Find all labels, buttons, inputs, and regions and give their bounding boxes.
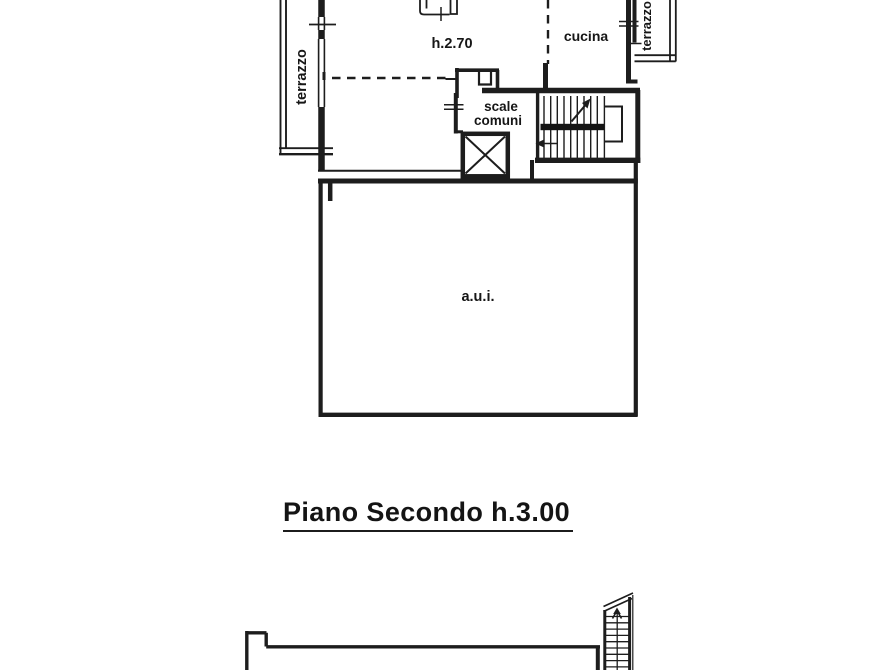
elevator-shaft — [460, 131, 511, 179]
label-attic-space: a.u.i. — [461, 289, 494, 305]
west-wall — [309, 0, 336, 171]
label-ceiling-height: h.2.70 — [431, 36, 472, 52]
label-terrace-right: terrazzo — [639, 1, 654, 51]
dashed-partitions — [332, 0, 550, 80]
label-common-stairs-2: comuni — [474, 113, 522, 128]
attic-room-walls — [318, 163, 638, 417]
label-common-stairs-1: scale — [484, 99, 518, 114]
lower-plan-fragment — [245, 592, 634, 670]
label-kitchen: cucina — [564, 28, 609, 44]
stair-block — [482, 87, 641, 163]
mid-walls — [318, 160, 638, 201]
top-door-opening — [419, 0, 458, 21]
duct-wall — [445, 68, 500, 98]
stairwell-room — [444, 93, 511, 179]
kitchen-walls — [543, 0, 639, 91]
label-terrace-left: terrazzo — [294, 49, 310, 105]
plan-title: Piano Secondo h.3.00 — [283, 497, 574, 532]
lower-stair — [603, 592, 634, 670]
lower-stair-arrowhead — [613, 607, 621, 614]
right-terrace-walls — [627, 0, 677, 63]
elevator-cross — [464, 135, 506, 175]
stair-up-arrowhead — [582, 98, 591, 109]
stair-landing — [604, 105, 623, 143]
stair-down-arrowhead — [535, 139, 544, 148]
stair-handrail — [540, 123, 604, 131]
